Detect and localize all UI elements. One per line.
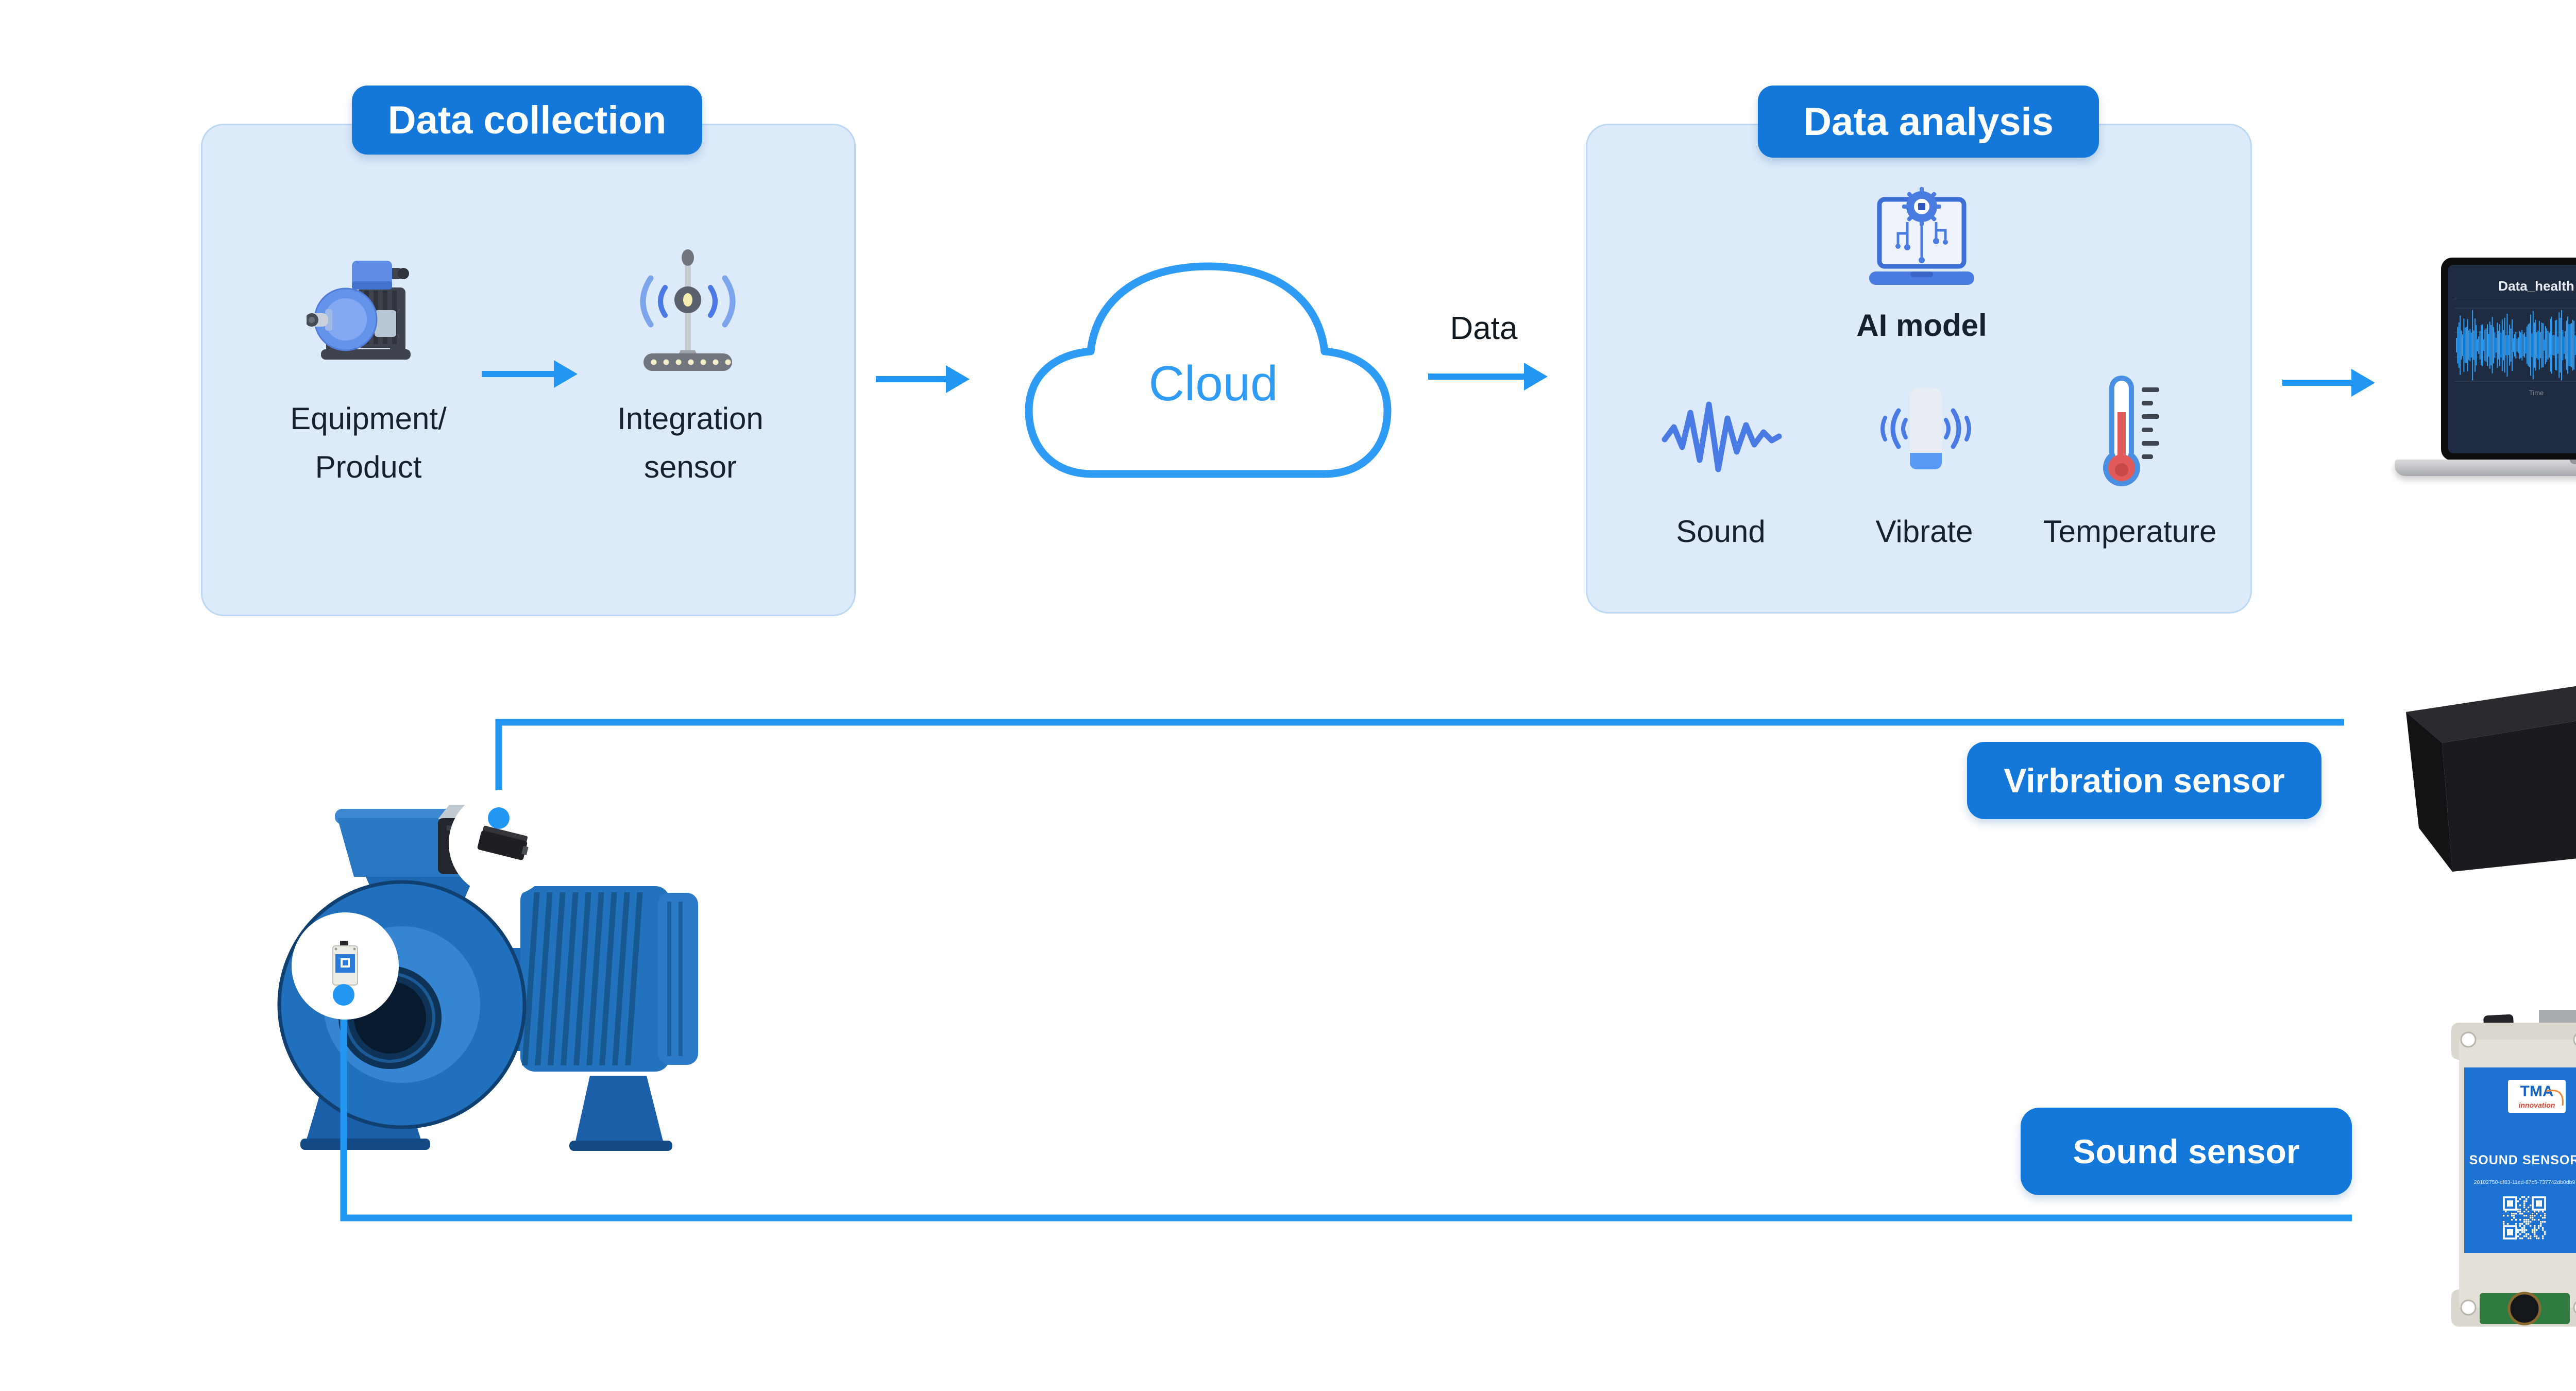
equipment-caption: Equipment/ Product	[290, 401, 447, 484]
sound-sensor-title: SOUND SENSOR	[2469, 1153, 2576, 1167]
sound-sensor-serial: 20102750-df83-11ed-87c5-737742db0db9	[2474, 1179, 2575, 1185]
laptop-base	[2395, 460, 2576, 476]
data-analysis-pill: Data analysis	[1758, 86, 2099, 158]
motor-equipment-icon	[307, 261, 411, 360]
integration-caption: Integration sensor	[617, 401, 764, 484]
chart-x-axis-label: Time	[2529, 389, 2544, 397]
sound-wave-icon	[1662, 401, 1782, 472]
vibration-sensor-device-image	[2406, 686, 2576, 872]
flow-arrow-collection-to-cloud	[876, 365, 970, 393]
data-collection-pill: Data collection	[352, 86, 702, 155]
flow-arrow-analysis-to-laptop	[2282, 369, 2375, 397]
health-waveform-chart	[2454, 308, 2576, 382]
laptop-screen: Data_health Time Train Endpoint Time Per…	[2448, 265, 2576, 453]
cloud-shape: Cloud	[1025, 262, 1392, 478]
qr-code	[2503, 1196, 2546, 1240]
thermometer-icon	[2103, 376, 2159, 486]
sound-sensor-device-image: TMA innovation SOUND SENSOR 20102750-df8…	[2451, 1010, 2576, 1327]
sound-sensor-pill: Sound sensor	[2021, 1108, 2352, 1195]
svg-text:innovation: innovation	[2519, 1101, 2555, 1109]
vibrate-caption: Vibrate	[1875, 514, 1973, 549]
flow-arrow-equipment-to-sensor	[482, 360, 578, 388]
sound-caption: Sound	[1676, 514, 1766, 549]
flow-arrow-cloud-to-analysis	[1428, 363, 1548, 391]
cloud-label: Cloud	[1149, 356, 1278, 411]
vibrating-phone-icon	[1880, 388, 1971, 469]
ai-model-laptop-gear-icon	[1869, 187, 1974, 285]
centrifugal-pump-image	[277, 805, 698, 1151]
app-chart-title: Data_health	[2498, 278, 2574, 294]
data-label: Data	[1450, 311, 1518, 346]
ai-model-caption: AI model	[1856, 308, 1987, 343]
integration-sensor-icon	[640, 249, 736, 371]
vibration-sensor-pill: Virbration sensor	[1967, 742, 2321, 819]
temperature-caption: Temperature	[2043, 514, 2217, 549]
data-collection-box	[201, 124, 856, 616]
laptop-base-notch	[2570, 460, 2576, 464]
